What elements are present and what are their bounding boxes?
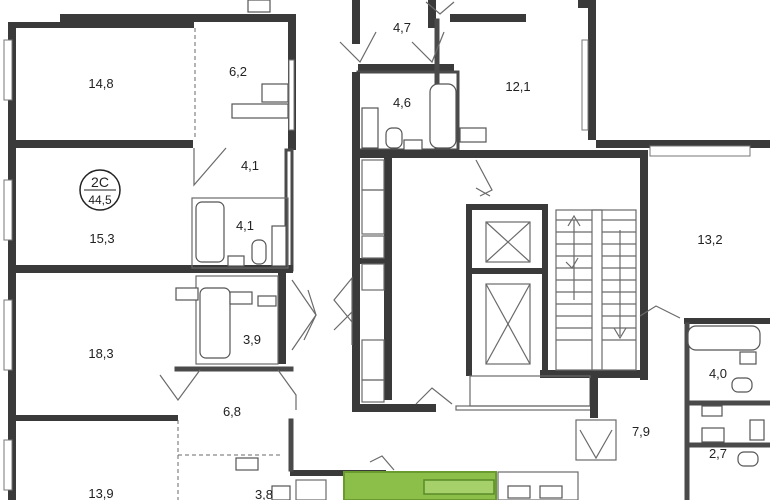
room-label: 15,3 [89, 231, 114, 246]
elevator-1 [485, 221, 531, 263]
staircase [555, 209, 637, 371]
elevator-2 [485, 283, 531, 365]
room-label: 18,3 [88, 346, 113, 361]
apartment-area: 44,5 [88, 193, 112, 207]
apartment-badge: 2C 44,5 [79, 169, 121, 211]
room-label: 6,8 [223, 404, 241, 419]
right-apartments-walls [575, 140, 770, 500]
room-label: 4,7 [393, 20, 411, 35]
left-apartments-walls [3, 14, 296, 500]
room-label: 7,9 [632, 424, 650, 439]
room-label: 4,0 [709, 366, 727, 381]
room-label: 4,1 [241, 158, 259, 173]
room-label: 2,7 [709, 446, 727, 461]
shafts [333, 159, 491, 405]
room-label: 14,8 [88, 76, 113, 91]
apartment-code: 2C [91, 174, 109, 190]
bottom-walls [288, 418, 579, 500]
room-label: 4,1 [236, 218, 254, 233]
room-label: 13,2 [697, 232, 722, 247]
room-label: 3,8 [255, 487, 273, 500]
left-fixtures [159, 0, 317, 500]
room-label: 12,1 [505, 79, 530, 94]
room-label: 6,2 [229, 64, 247, 79]
room-labels: 14,8 6,2 4,1 4,1 15,3 4,7 4,6 12,1 13,2 … [88, 20, 727, 500]
room-label: 13,9 [88, 486, 113, 500]
room-label: 3,9 [243, 332, 261, 347]
core-walls [352, 150, 648, 412]
highlighted-unit-fixture [423, 479, 495, 495]
center-top-walls [339, 0, 596, 197]
room-label: 4,6 [393, 95, 411, 110]
